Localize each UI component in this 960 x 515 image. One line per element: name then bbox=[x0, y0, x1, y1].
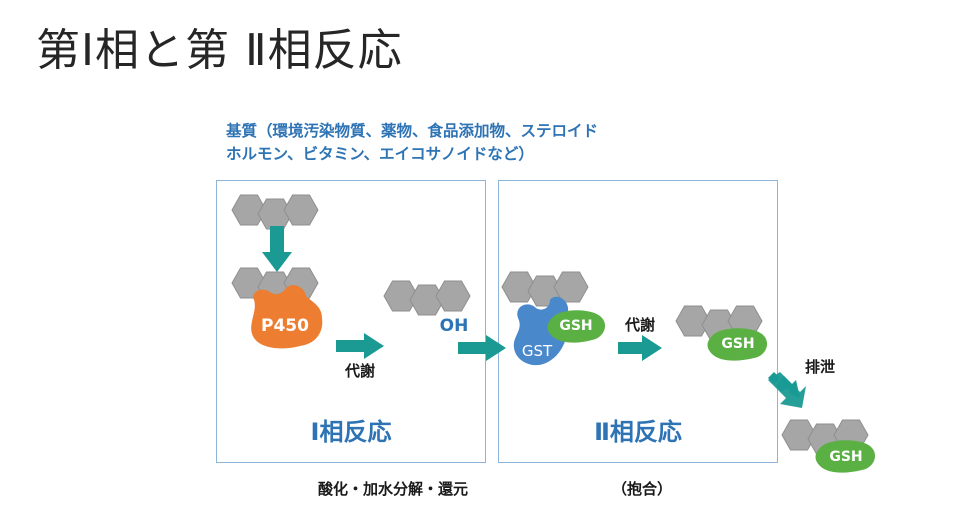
gsh-cofactor-shape bbox=[547, 310, 606, 343]
metabolism-label-phase2: 代謝 bbox=[624, 316, 655, 334]
gsh-cofactor-label: GSH bbox=[559, 318, 592, 334]
metabolism-arrow-phase2-icon bbox=[618, 335, 662, 361]
phase2-caption: （抱合） bbox=[612, 480, 673, 498]
substrate-line-2: ホルモン、ビタミン、エイコサノイドなど） bbox=[226, 145, 534, 163]
phase1-caption: 酸化・加水分解・還元 bbox=[318, 480, 469, 498]
slide-title: 第Ⅰ相と第 Ⅱ相反応 bbox=[36, 25, 403, 76]
gst-enzyme-shape bbox=[513, 296, 569, 366]
substrate-line-1: 基質（環境汚染物質、薬物、食品添加物、ステロイド bbox=[226, 122, 599, 140]
hydroxylated-molecule bbox=[383, 280, 471, 316]
excretion-label: 排泄 bbox=[805, 358, 835, 376]
phase1-panel bbox=[216, 180, 486, 463]
phase2-substrate-molecule bbox=[501, 271, 589, 307]
substrate-molecule bbox=[231, 194, 319, 230]
metabolism-label-phase1: 代謝 bbox=[344, 362, 375, 380]
down-arrow-icon bbox=[262, 226, 292, 272]
p450-enzyme-shape bbox=[251, 285, 323, 349]
conjugate-gsh-label: GSH bbox=[721, 336, 754, 352]
excretion-arrow-icon bbox=[768, 372, 806, 408]
gst-label: GST bbox=[522, 342, 553, 360]
metabolism-arrow-icon bbox=[336, 333, 384, 359]
oh-label: OH bbox=[440, 316, 469, 336]
phase2-label: Ⅱ相反応 bbox=[594, 418, 682, 446]
phase1-label: Ⅰ相反応 bbox=[310, 418, 392, 446]
excreted-gsh-label: GSH bbox=[829, 449, 862, 465]
transfer-arrow-icon bbox=[458, 335, 506, 361]
phase2-panel bbox=[498, 180, 778, 463]
conjugate-gsh-shape bbox=[707, 328, 768, 361]
excreted-gsh-shape bbox=[815, 440, 876, 473]
p450-label: P450 bbox=[261, 316, 309, 336]
substrate-description: 基質（環境汚染物質、薬物、食品添加物、ステロイド ホルモン、ビタミン、エイコサノ… bbox=[226, 120, 696, 166]
